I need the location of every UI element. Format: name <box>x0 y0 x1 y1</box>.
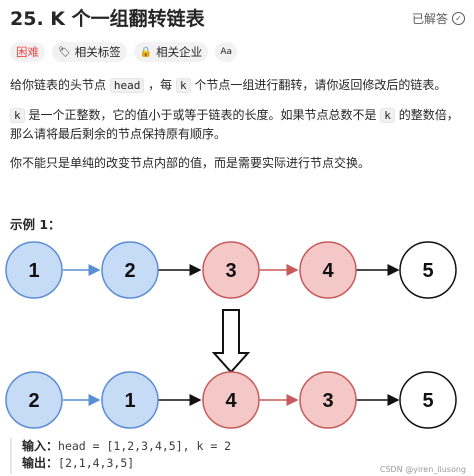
node-label: 1 <box>28 260 39 282</box>
node-after-2: 1 <box>101 371 159 429</box>
tag-icon: 🏷 <box>58 46 71 58</box>
desc-text: 的整数倍，那么请将最后剩余的节点保持原有顺序。 <box>10 108 459 141</box>
related-tags-label: 相关标签 <box>74 45 121 59</box>
related-companies-button[interactable]: 🔒 相关企业 <box>133 42 209 62</box>
lock-icon: 🔒 <box>139 46 153 58</box>
font-size-button[interactable]: Aa <box>215 42 238 62</box>
node-label: 1 <box>124 390 135 412</box>
inline-code-k: k <box>380 108 395 123</box>
check-circle-icon: ✓ <box>452 12 465 25</box>
tag-bar: 困难 🏷 相关标签 🔒 相关企业 Aa <box>10 42 238 62</box>
desc-text: ，每 <box>144 78 176 92</box>
node-label: 4 <box>225 390 237 412</box>
desc-text: 是一个正整数，它的值小于或等于链表的长度。如果节点总数不是 <box>24 108 381 122</box>
transform-down-arrow-icon <box>211 309 251 374</box>
related-tags-button[interactable]: 🏷 相关标签 <box>52 42 127 62</box>
inline-code-k: k <box>10 108 25 123</box>
difficulty-badge: 困难 <box>10 42 45 62</box>
solved-status: 已解答 ✓ <box>412 10 465 27</box>
node-after-1: 2 <box>5 371 63 429</box>
node-after-4: 3 <box>299 371 357 429</box>
node-label: 4 <box>322 260 334 282</box>
title-row: 25. K 个一组翻转链表 已解答 ✓ <box>10 6 465 34</box>
solved-label: 已解答 <box>411 12 448 26</box>
input-value: head = [1,2,3,4,5], k = 2 <box>58 439 232 453</box>
node-before-1: 1 <box>5 241 63 299</box>
watermark: CSDN @yiren_liusong <box>379 465 466 474</box>
example-input: 输入：head = [1,2,3,4,5], k = 2 <box>22 438 465 455</box>
node-before-4: 4 <box>299 241 357 299</box>
node-label: 2 <box>28 390 39 412</box>
description-paragraph-1: 给你链表的头节点 head ，每 k 个节点一组进行翻转，请你返回修改后的链表。 <box>10 76 465 95</box>
description-paragraph-3: 你不能只是单纯的改变节点内部的值，而是需要实际进行节点交换。 <box>10 156 371 170</box>
input-label: 输入： <box>22 439 59 453</box>
node-before-3: 3 <box>202 241 260 299</box>
example-output: 输出：[2,1,4,3,5] <box>22 455 465 472</box>
desc-text: 给你链表的头节点 <box>10 78 110 92</box>
example-title: 示例 1： <box>10 217 61 232</box>
node-label: 5 <box>422 390 433 412</box>
problem-title: 25. K 个一组翻转链表 <box>10 8 205 30</box>
inline-code-head: head <box>109 78 145 93</box>
node-after-5: 5 <box>399 371 457 429</box>
node-before-5: 5 <box>399 241 457 299</box>
node-label: 3 <box>322 390 333 412</box>
node-before-2: 2 <box>101 241 159 299</box>
description-paragraph-2: k 是一个正整数，它的值小于或等于链表的长度。如果节点总数不是 k 的整数倍，那… <box>10 106 465 143</box>
desc-text: 个节点一组进行翻转，请你返回修改后的链表。 <box>190 78 447 92</box>
node-label: 3 <box>225 260 236 282</box>
related-companies-label: 相关企业 <box>156 45 203 59</box>
output-value: [2,1,4,3,5] <box>58 456 135 470</box>
font-icon: Aa <box>220 47 232 57</box>
node-label: 5 <box>422 260 433 282</box>
output-label: 输出： <box>22 456 59 470</box>
node-label: 2 <box>124 260 135 282</box>
inline-code-k: k <box>175 78 191 93</box>
linked-list-diagram: 1 2 3 4 5 2 1 4 3 5 <box>5 241 457 429</box>
example-io-block: 输入：head = [1,2,3,4,5], k = 2 输出：[2,1,4,3… <box>10 438 465 474</box>
node-after-3: 4 <box>202 371 260 429</box>
